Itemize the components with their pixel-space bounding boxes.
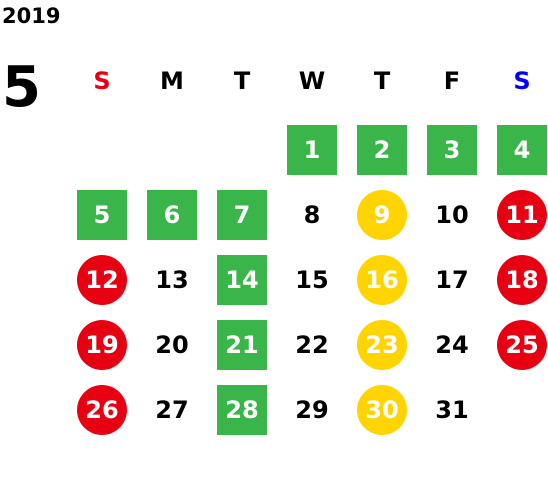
day-cell-24: 24 bbox=[435, 331, 469, 359]
day-cell-12: 12 bbox=[77, 255, 127, 305]
day-cell-18: 18 bbox=[497, 255, 547, 305]
day-cell-15: 15 bbox=[295, 266, 329, 294]
month-label: 5 bbox=[2, 55, 41, 120]
day-cell-13: 13 bbox=[155, 266, 189, 294]
day-cell-4: 4 bbox=[497, 125, 547, 175]
weekday-monday: M bbox=[160, 67, 184, 95]
day-cell-22: 22 bbox=[295, 331, 329, 359]
day-cell-31: 31 bbox=[435, 396, 469, 424]
day-cell-16: 16 bbox=[357, 255, 407, 305]
weekday-friday: F bbox=[443, 67, 461, 95]
day-cell-10: 10 bbox=[435, 201, 469, 229]
day-cell-2: 2 bbox=[357, 125, 407, 175]
day-cell-8: 8 bbox=[303, 201, 321, 229]
weekday-tuesday: T bbox=[233, 67, 251, 95]
day-cell-5: 5 bbox=[77, 190, 127, 240]
day-cell-6: 6 bbox=[147, 190, 197, 240]
day-cell-25: 25 bbox=[497, 320, 547, 370]
day-cell-1: 1 bbox=[287, 125, 337, 175]
day-cell-23: 23 bbox=[357, 320, 407, 370]
day-cell-7: 7 bbox=[217, 190, 267, 240]
day-cell-9: 9 bbox=[357, 190, 407, 240]
day-cell-30: 30 bbox=[357, 385, 407, 435]
day-cell-14: 14 bbox=[217, 255, 267, 305]
day-cell-27: 27 bbox=[155, 396, 189, 424]
day-cell-17: 17 bbox=[435, 266, 469, 294]
day-cell-11: 11 bbox=[497, 190, 547, 240]
weekday-wednesday: W bbox=[298, 67, 326, 95]
year-label: 2019 bbox=[2, 4, 61, 28]
day-cell-28: 28 bbox=[217, 385, 267, 435]
day-cell-21: 21 bbox=[217, 320, 267, 370]
day-cell-29: 29 bbox=[295, 396, 329, 424]
day-cell-26: 26 bbox=[77, 385, 127, 435]
weekday-sunday: S bbox=[93, 67, 111, 95]
day-cell-20: 20 bbox=[155, 331, 189, 359]
weekday-saturday: S bbox=[513, 67, 531, 95]
day-cell-3: 3 bbox=[427, 125, 477, 175]
day-cell-19: 19 bbox=[77, 320, 127, 370]
weekday-thursday: T bbox=[373, 67, 391, 95]
